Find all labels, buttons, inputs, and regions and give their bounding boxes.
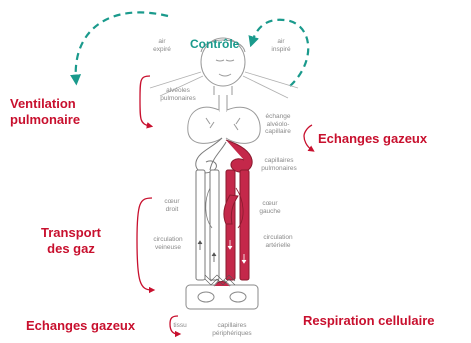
annotation-coeur-gauche: cœur gauche (258, 200, 282, 215)
arterial-circulation (224, 140, 252, 280)
annotation-circulation-veineuse: circulation veineuse (148, 236, 188, 251)
bracket-echanges-top (304, 125, 312, 150)
annotation-tissu: tissu (172, 322, 188, 330)
lungs-illustration (188, 95, 260, 143)
label-transport-line2: des gaz (31, 241, 111, 257)
venous-circulation (196, 138, 226, 280)
annotation-capillaires-pulmonaires: capillaires pulmonaires (258, 157, 300, 172)
annotation-circulation-arterielle: circulation artérielle (258, 234, 298, 249)
label-controle: Contrôle (190, 37, 239, 51)
label-respiration-cellulaire: Respiration cellulaire (303, 313, 435, 329)
label-ventilation-line2: pulmonaire (10, 112, 80, 128)
annotation-alveoles-pulmonaires: alvéoles pulmonaires (156, 87, 200, 102)
label-transport: Transport des gaz (31, 225, 111, 257)
annotation-capillaires-peripheriques: capillaires périphériques (206, 322, 258, 337)
label-transport-line1: Transport (31, 225, 111, 241)
label-echanges-gazeux-bottom: Echanges gazeux (26, 318, 135, 334)
label-echanges-gazeux-top: Echanges gazeux (318, 131, 427, 147)
label-ventilation: Ventilation pulmonaire (10, 96, 80, 128)
label-ventilation-line1: Ventilation (10, 96, 80, 112)
annotation-air-expire: air expiré (150, 38, 174, 53)
annotation-air-inspire: air inspiré (267, 38, 295, 53)
annotation-coeur-droit: cœur droit (160, 198, 184, 213)
bracket-ventilation (140, 76, 150, 126)
annotation-echange-alveolo-capillaire: échange alvéolo-capillaire (260, 113, 296, 136)
